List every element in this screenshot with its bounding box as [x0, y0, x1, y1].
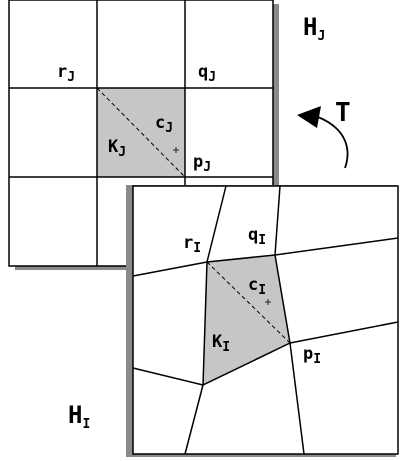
highlighted-cell-ki	[203, 255, 290, 385]
vertex-label-pj: pJ	[193, 152, 211, 175]
mesh-j-panel	[8, 0, 279, 270]
vertex-label-qi: qI	[248, 225, 266, 248]
cell-label-kj: KJ	[108, 137, 126, 160]
vertex-label-ci: cI	[248, 275, 266, 298]
mesh-name-hi: HI	[68, 401, 90, 432]
vertex-label-cj: cJ	[155, 113, 173, 136]
transform-arrow	[297, 106, 349, 169]
vertex-label-rj: rJ	[57, 62, 75, 85]
centroid-marker-j	[173, 147, 179, 153]
centroid-marker-i	[265, 299, 271, 305]
cell-label-ki: KI	[212, 332, 230, 355]
mesh-i-panel	[126, 185, 399, 457]
transform-label: T	[335, 98, 351, 128]
diagonal-ri-pi	[206, 261, 291, 344]
mesh-name-hj: HJ	[303, 13, 325, 44]
mesh-i-edges	[132, 185, 399, 455]
vertex-label-qj: qJ	[198, 62, 216, 85]
vertex-label-ri: rI	[183, 233, 201, 256]
vertex-label-pi: pI	[303, 344, 321, 367]
arrowhead-icon	[297, 106, 321, 128]
